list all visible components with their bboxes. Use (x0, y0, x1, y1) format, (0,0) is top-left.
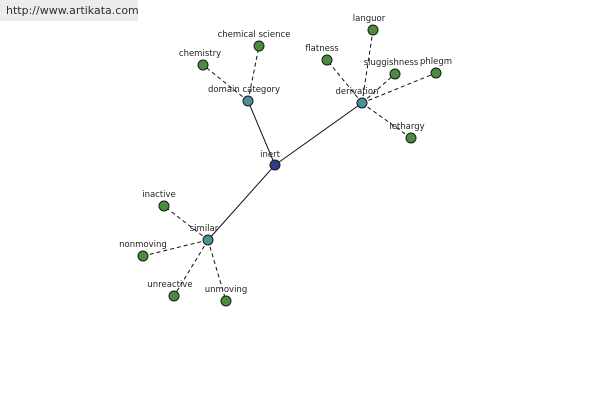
edge-derivation-phlegm (361, 72, 437, 104)
edge-derivation-sluggishness (361, 73, 396, 104)
leaf-node-label[interactable]: inactive (142, 190, 176, 200)
leaf-node-sluggishness[interactable]: sluggishness (364, 58, 419, 80)
edge-inert-domain-category (247, 100, 276, 166)
leaf-node-nonmoving[interactable]: nonmoving (119, 240, 167, 262)
leaf-node-label[interactable]: phlegm (420, 57, 452, 67)
leaf-node-label[interactable]: unreactive (147, 280, 192, 290)
leaf-node-circle[interactable] (430, 67, 442, 79)
leaf-node-label[interactable]: flatness (305, 44, 339, 54)
hub-node-label[interactable]: domain category (208, 85, 280, 95)
leaf-node-flatness[interactable]: flatness (305, 44, 339, 66)
edge-similar-inactive (163, 205, 209, 241)
edge-inert-similar (207, 164, 276, 241)
center-node-circle[interactable] (269, 159, 281, 171)
leaf-node-label[interactable]: languor (353, 14, 386, 24)
graph-nodes: chemistry chemical science flatness languor… (119, 14, 452, 307)
hub-node-label[interactable]: similar (190, 224, 219, 234)
leaf-node-circle[interactable] (405, 132, 417, 144)
leaf-node-lethargy[interactable]: lethargy (389, 122, 425, 144)
hub-node-similar[interactable]: similar (190, 224, 219, 246)
graph-edges (142, 29, 437, 302)
hub-node-circle[interactable] (202, 234, 214, 246)
leaf-node-languor[interactable]: languor (353, 14, 386, 36)
leaf-node-label[interactable]: nonmoving (119, 240, 167, 250)
leaf-node-label[interactable]: chemical science (218, 30, 291, 40)
edge-domain-category-chemical-science (247, 45, 260, 102)
leaf-node-circle[interactable] (137, 250, 149, 262)
edge-inert-derivation (274, 102, 363, 166)
url-text[interactable]: http://www.artikata.com (6, 4, 139, 17)
leaf-node-unmoving[interactable]: unmoving (205, 285, 247, 307)
leaf-node-circle[interactable] (158, 200, 170, 212)
leaf-node-label[interactable]: lethargy (389, 122, 424, 132)
leaf-node-circle[interactable] (253, 40, 265, 52)
leaf-node-circle[interactable] (389, 68, 401, 80)
edge-domain-category-chemistry (202, 64, 249, 102)
leaf-node-chemistry[interactable]: chemistry (179, 49, 221, 71)
leaf-node-circle[interactable] (220, 295, 232, 307)
leaf-node-circle[interactable] (168, 290, 180, 302)
hub-node-circle[interactable] (242, 95, 254, 107)
leaf-node-circle[interactable] (367, 24, 379, 36)
leaf-node-phlegm[interactable]: phlegm (420, 57, 452, 79)
edge-similar-unreactive (173, 239, 209, 297)
url-bar: http://www.artikata.com (0, 0, 139, 21)
leaf-node-inactive[interactable]: inactive (142, 190, 176, 212)
leaf-node-circle[interactable] (197, 59, 209, 71)
hub-node-domain-category[interactable]: domain category (208, 85, 280, 107)
leaf-node-circle[interactable] (321, 54, 333, 66)
hub-node-circle[interactable] (356, 97, 368, 109)
leaf-node-unreactive[interactable]: unreactive (147, 280, 193, 302)
center-node-inert[interactable]: inert (260, 150, 281, 171)
edge-derivation-lethargy (361, 102, 412, 139)
leaf-node-chemical-science[interactable]: chemical science (218, 30, 291, 52)
edge-similar-unmoving (207, 239, 227, 302)
hub-node-label[interactable]: derivation (335, 87, 378, 97)
leaf-node-label[interactable]: unmoving (205, 285, 247, 295)
edge-derivation-languor (361, 29, 374, 104)
hub-node-derivation[interactable]: derivation (335, 87, 379, 109)
leaf-node-label[interactable]: chemistry (179, 49, 221, 59)
leaf-node-label[interactable]: sluggishness (364, 58, 419, 68)
center-node-label[interactable]: inert (260, 150, 280, 160)
edge-derivation-flatness (326, 59, 363, 104)
